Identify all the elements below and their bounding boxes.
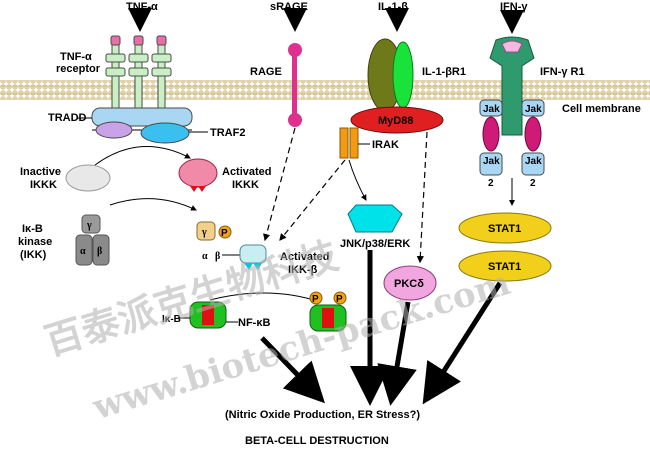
svg-text:IRAK: IRAK [372, 139, 399, 151]
svg-text:Iκ-B: Iκ-B [162, 314, 181, 325]
svg-text:TNF-α: TNF-α [126, 1, 158, 13]
irak-to-ikkb-arrow [279, 159, 346, 241]
cell-membrane [0, 80, 650, 100]
svg-text:α: α [202, 251, 208, 262]
traf2: TRAF2 [95, 121, 245, 144]
rage-receptor: RAGE [250, 43, 302, 127]
activated-ikkk: Activated IKKK [178, 158, 272, 192]
svg-text:P: P [221, 228, 228, 239]
svg-text:α: α [80, 246, 86, 257]
rage-to-ikkb-arrow [263, 127, 296, 242]
svg-text:β: β [97, 246, 102, 257]
svg-text:Iκ-B: Iκ-B [22, 223, 43, 235]
svg-text:receptor: receptor [56, 63, 101, 75]
outcome-text: (Nitric Oxide Production, ER Stress?) [225, 409, 420, 421]
svg-text:TNF-α: TNF-α [60, 51, 92, 63]
svg-text:IFN-γ: IFN-γ [500, 1, 528, 13]
irak-to-jnk-arrow [348, 159, 367, 201]
myd88: MyD88 [350, 106, 444, 134]
svg-text:γ: γ [86, 220, 92, 231]
svg-text:Jak: Jak [483, 104, 500, 115]
ikb-phosphorylation-arrow [209, 292, 321, 304]
svg-text:PKCδ: PKCδ [394, 278, 424, 290]
svg-text:β: β [215, 251, 220, 262]
il1-receptor: IL-1-βR1 [367, 38, 466, 112]
ikkk-activation-arrow [94, 146, 191, 166]
inactive-ikkk: Inactive IKKK [20, 164, 111, 192]
tnf-ligand: TNF-α [126, 1, 158, 32]
tnf-receptor: TNF-α receptor [56, 35, 172, 116]
svg-text:IFN-γ R1: IFN-γ R1 [540, 66, 585, 78]
convergence-arrows [260, 250, 503, 406]
svg-text:P: P [336, 294, 343, 305]
myd88-to-pkc-arrow [416, 131, 428, 264]
jnk-p38-erk: JNK/p38/ERK [340, 204, 410, 250]
svg-text:2: 2 [530, 178, 536, 189]
svg-text:Jak: Jak [483, 156, 500, 167]
svg-text:NF-κB: NF-κB [238, 317, 270, 329]
svg-text:IL-1-βR1: IL-1-βR1 [422, 66, 466, 78]
il1-ligand: IL-1-β [378, 1, 409, 32]
ikb-nfkb-complex: Iκ-B NF-κB [162, 301, 270, 329]
watermark: 百泰派克生物科技 www.biotech-pack.com [39, 232, 515, 428]
svg-text:IL-1-β: IL-1-β [378, 1, 408, 13]
svg-text:Inactive: Inactive [20, 166, 61, 178]
svg-text:Jak: Jak [525, 156, 542, 167]
svg-text:γ: γ [201, 227, 207, 238]
tradd: TRADD [48, 107, 193, 131]
ifn-ligand: IFN-γ [500, 1, 528, 34]
ikb-kinase-complex: Iκ-B kinase (IKK) γ α β [18, 214, 110, 266]
svg-text:RAGE: RAGE [250, 66, 282, 78]
srage-ligand: sRAGE [270, 1, 308, 32]
ifn-receptor: IFN-γ R1 Cell membrane [489, 36, 641, 136]
svg-text:JNK/p38/ERK: JNK/p38/ERK [340, 238, 410, 250]
pkc-delta: PKCδ [383, 265, 437, 301]
irak: IRAK [339, 127, 399, 159]
ikk-active-complex: γ P α β Activated IKK-β [196, 221, 330, 276]
jak-right: Jak Jak 2 [521, 99, 545, 189]
svg-text:TRADD: TRADD [48, 112, 87, 124]
svg-text:Activated: Activated [280, 251, 330, 263]
beta-cell-destruction: BETA-CELL DESTRUCTION [245, 435, 389, 447]
svg-text:STAT1: STAT1 [488, 261, 521, 273]
stat1-dimer: STAT1 STAT1 [458, 212, 552, 282]
svg-text:IKKK: IKKK [30, 179, 57, 191]
svg-text:2: 2 [488, 178, 494, 189]
svg-text:STAT1: STAT1 [488, 223, 521, 235]
svg-text:IKK-β: IKK-β [288, 264, 318, 276]
svg-text:Activated: Activated [222, 166, 272, 178]
svg-text:sRAGE: sRAGE [270, 1, 308, 13]
svg-text:P: P [312, 294, 319, 305]
phospho-ikb-nfkb: P P [309, 291, 347, 332]
ikk-activation-arrow [109, 198, 197, 211]
svg-text:Cell membrane: Cell membrane [562, 103, 641, 115]
svg-text:IKKK: IKKK [232, 179, 259, 191]
svg-text:kinase: kinase [18, 236, 52, 248]
svg-text:(IKK): (IKK) [20, 249, 47, 261]
svg-text:TRAF2: TRAF2 [210, 127, 245, 139]
svg-text:MyD88: MyD88 [378, 115, 413, 127]
svg-text:Jak: Jak [525, 104, 542, 115]
jak-left: Jak Jak 2 [479, 99, 503, 189]
